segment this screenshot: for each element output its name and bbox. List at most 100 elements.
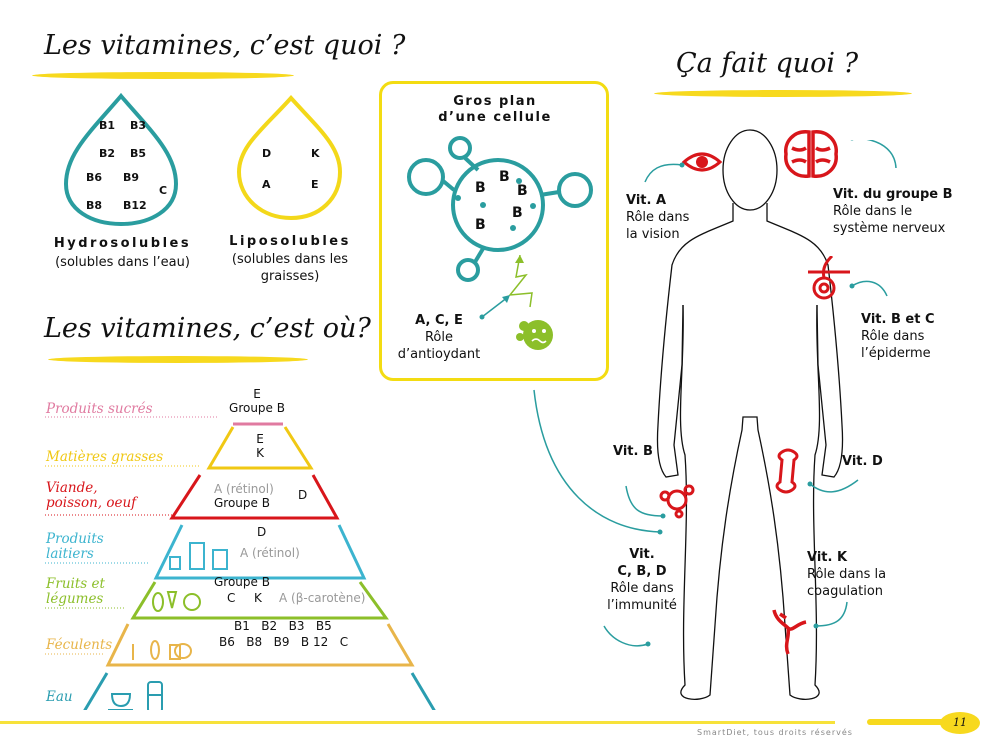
drop-vitamin: B1	[99, 119, 116, 132]
section-title-does: Ça fait quoi ?	[676, 48, 859, 79]
pyramid-category: Produits laitiers	[46, 532, 104, 562]
pyramid-vitamins: C	[227, 591, 236, 605]
callout-text: Rôle dans	[861, 329, 925, 344]
hydrosoluble-drop-icon	[63, 92, 179, 227]
drop-vitamin: B5	[130, 147, 147, 160]
hydrosoluble-subtitle: (solubles dans l’eau)	[55, 255, 190, 270]
drop-vitamin: K	[311, 147, 320, 160]
callout-title: Vit. du groupe B	[833, 187, 953, 202]
cell-closeup-panel	[379, 81, 609, 381]
callout-text: Rôle dans	[626, 210, 690, 225]
cell-b-label: B	[512, 205, 523, 221]
page-number: 11	[940, 712, 980, 734]
page-tab-bar	[867, 719, 957, 725]
hydrosoluble-title: Hydrosolubles	[53, 236, 192, 251]
category-line: laitiers	[46, 546, 94, 562]
callout-bone: Vit. D	[842, 454, 883, 469]
section-title-where: Les vitamines, c’est où?	[44, 313, 371, 344]
cell-b-label: B	[475, 180, 486, 196]
callout-text: la vision	[626, 227, 680, 242]
vit-line: K	[256, 446, 264, 460]
pyramid-vitamins: A (rétinol) Groupe B	[214, 482, 274, 510]
pyramid-vitamins: B6 B8 B9 B 12 C	[219, 635, 349, 649]
vit-line: E	[256, 432, 264, 446]
callout-title: Vit. A	[626, 193, 667, 208]
human-body-outline	[656, 129, 844, 700]
vegetable-icons	[152, 591, 201, 612]
callout-title: Vit. B et C	[861, 312, 935, 327]
drop-vitamin: C	[159, 184, 168, 197]
bone-icon	[775, 448, 799, 494]
cell-title: Gros plan d’une cellule	[395, 94, 595, 126]
liposoluble-drop-icon	[236, 95, 343, 221]
blood-vessel-icon	[772, 609, 807, 655]
drop-vitamin: A	[262, 178, 271, 191]
eye-icon	[682, 152, 722, 172]
drop-vitamin: B6	[86, 171, 103, 184]
title-underline	[48, 356, 308, 363]
antioxidant-label: A, C, E Rôle d’antioydant	[394, 312, 484, 363]
callout-text: Rôle dans	[610, 581, 674, 596]
antioxidant-text: d’antioydant	[397, 347, 481, 362]
title-underline	[32, 72, 294, 79]
vit-line: Groupe B	[214, 496, 270, 510]
blood-cell-icon	[659, 484, 695, 519]
antioxidant-text: Rôle	[424, 330, 453, 345]
drop-vitamin: B2	[99, 147, 116, 160]
callout-blood: Vit. B	[613, 444, 653, 459]
starch-icons	[132, 640, 192, 660]
section-title-what: Les vitamines, c’est quoi ?	[44, 30, 406, 61]
drop-vitamin: B8	[86, 199, 103, 212]
pyramid-vitamins: B1 B2 B3 B5	[234, 619, 332, 633]
food-pyramid	[45, 416, 436, 710]
pyramid-category: Eau	[46, 689, 73, 705]
category-line: légumes	[46, 591, 104, 607]
drop-vitamin: B3	[130, 119, 147, 132]
cell-title-line: d’une cellule	[438, 110, 552, 125]
category-line: Viande,	[46, 480, 98, 496]
pyramid-category: Matières grasses	[46, 449, 164, 465]
callout-text: Rôle dans le	[833, 204, 913, 219]
callout-title: Vit.	[629, 547, 655, 562]
antioxidant-vitamins: A, C, E	[415, 313, 463, 328]
callout-text: Rôle dans la	[807, 567, 887, 582]
pyramid-category: Fruits et légumes	[46, 577, 105, 607]
water-icons	[108, 681, 163, 710]
subtitle-line: graisses)	[260, 269, 320, 284]
drop-vitamin: E	[311, 178, 319, 191]
pyramid-category: Produits sucrés	[46, 401, 153, 417]
free-radical-icon	[479, 255, 553, 350]
vit-line: E	[253, 387, 261, 401]
pyramid-vitamins: A (rétinol)	[240, 546, 300, 560]
cell-b-label: B	[475, 217, 486, 233]
callout-text: coagulation	[807, 584, 884, 599]
callout-vision: Vit. A Rôle dans la vision	[626, 192, 689, 243]
pyramid-vitamins: E Groupe B	[226, 387, 288, 415]
liposoluble-subtitle: (solubles dans les graisses)	[215, 251, 365, 285]
cell-title-line: Gros plan	[453, 94, 537, 109]
drop-vitamin: B9	[123, 171, 140, 184]
pyramid-vitamins: K	[254, 591, 262, 605]
callout-text: système nerveux	[833, 221, 946, 236]
pyramid-vitamins: Groupe B	[214, 575, 270, 589]
hair-follicle-icon	[808, 256, 850, 300]
subtitle-line: (solubles dans les	[231, 252, 349, 267]
callout-text: l’immunité	[607, 598, 677, 613]
vit-line: Groupe B	[229, 401, 285, 415]
pyramid-vitamins: A (β-carotène)	[279, 591, 366, 605]
copyright: SmartDiet, tous droits réservés	[697, 728, 853, 737]
vit-line: A (rétinol)	[214, 482, 274, 496]
cell-b-label: B	[499, 169, 510, 185]
pyramid-vitamins: D	[257, 525, 267, 539]
category-line: Fruits et	[46, 576, 105, 592]
body-arrows	[533, 140, 897, 647]
title-underline	[654, 90, 912, 97]
brain-icon	[784, 130, 838, 178]
callout-coagulation: Vit. K Rôle dans la coagulation	[807, 549, 886, 600]
cell-icon	[407, 136, 593, 282]
callout-skin: Vit. B et C Rôle dans l’épiderme	[861, 311, 935, 362]
pyramid-vitamins: E K	[250, 432, 270, 460]
callout-nervous-system: Vit. du groupe B Rôle dans le système ne…	[833, 186, 953, 237]
liposoluble-title: Liposolubles	[229, 234, 351, 249]
cell-b-label: B	[517, 183, 528, 199]
